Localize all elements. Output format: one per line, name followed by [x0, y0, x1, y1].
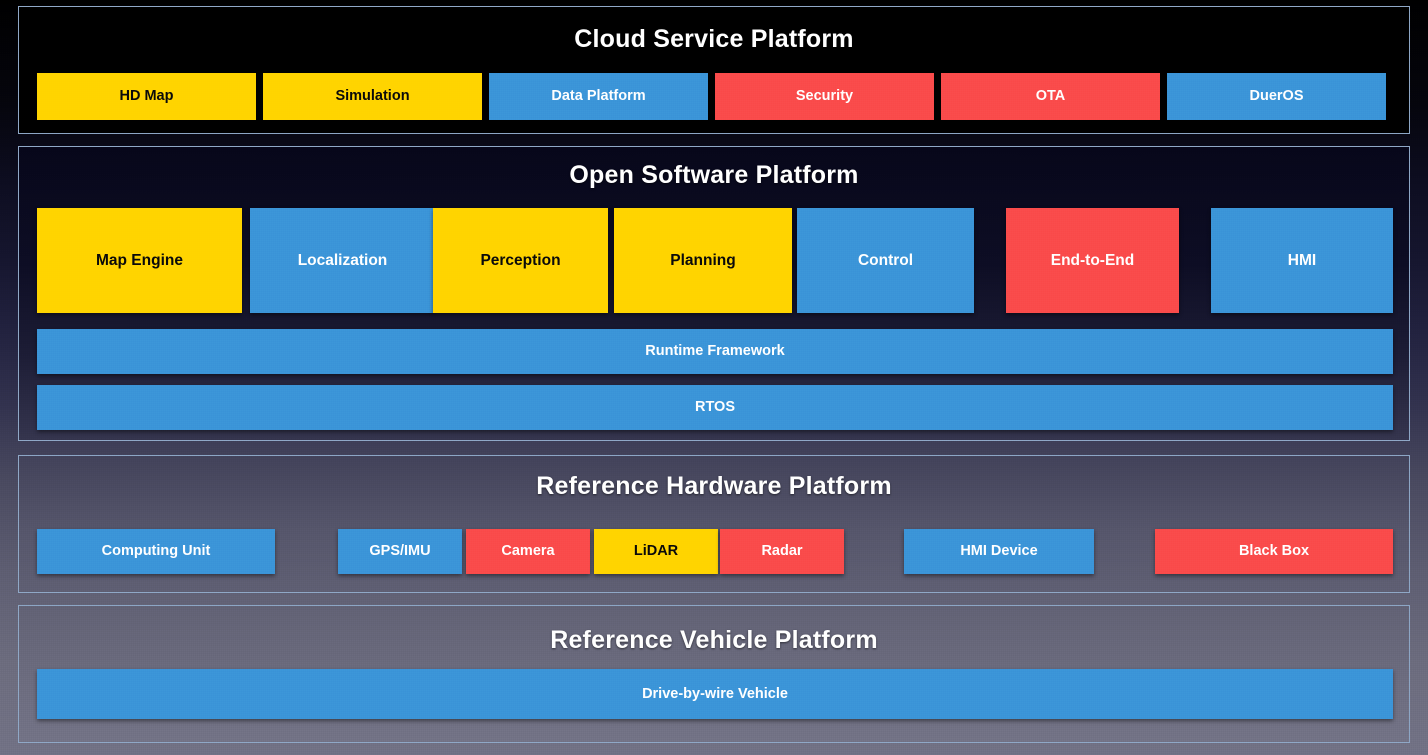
module-drive-by-wire-vehicle[interactable]: Drive-by-wire Vehicle	[37, 669, 1393, 719]
module-planning[interactable]: Planning	[614, 208, 792, 313]
layer-title-open-software-platform: Open Software Platform	[569, 161, 859, 189]
module-label: Perception	[480, 251, 561, 269]
module-simulation[interactable]: Simulation	[263, 73, 482, 120]
module-hd-map[interactable]: HD Map	[37, 73, 256, 120]
module-ota[interactable]: OTA	[941, 73, 1160, 120]
layer-panel-cloud-service-platform: Cloud Service Platform HD Map Simulation…	[18, 6, 1410, 134]
module-black-box[interactable]: Black Box	[1155, 529, 1393, 574]
module-label: LiDAR	[633, 543, 679, 560]
module-label: RTOS	[694, 399, 736, 416]
module-lidar[interactable]: LiDAR	[594, 529, 718, 574]
module-radar[interactable]: Radar	[720, 529, 844, 574]
module-computing-unit[interactable]: Computing Unit	[37, 529, 275, 574]
module-gps-imu[interactable]: GPS/IMU	[338, 529, 462, 574]
module-label: End-to-End	[1050, 251, 1135, 269]
module-label: Data Platform	[551, 88, 646, 105]
module-control[interactable]: Control	[797, 208, 974, 313]
module-label: Planning	[670, 251, 736, 269]
layer-title-reference-hardware-platform: Reference Hardware Platform	[536, 472, 892, 500]
module-label: Radar	[761, 543, 803, 560]
module-label: DuerOS	[1249, 88, 1304, 105]
module-localization[interactable]: Localization	[250, 208, 435, 313]
module-end-to-end[interactable]: End-to-End	[1006, 208, 1179, 313]
module-map-engine[interactable]: Map Engine	[37, 208, 242, 313]
module-label: OTA	[1035, 88, 1066, 105]
module-label: Computing Unit	[101, 543, 211, 560]
layer-title-reference-vehicle-platform: Reference Vehicle Platform	[550, 626, 878, 654]
module-label: Camera	[501, 543, 555, 560]
module-hmi[interactable]: HMI	[1211, 208, 1393, 313]
layer-panel-open-software-platform: Open Software Platform Map Engine Locali…	[18, 146, 1410, 441]
module-label: Control	[857, 251, 914, 269]
module-label: Security	[795, 88, 854, 105]
module-label: Map Engine	[96, 251, 183, 269]
module-label: Runtime Framework	[645, 343, 785, 360]
module-label: HMI	[1287, 251, 1317, 269]
layer-title-cloud-service-platform: Cloud Service Platform	[574, 25, 854, 53]
module-label: Black Box	[1238, 543, 1310, 560]
module-label: Drive-by-wire Vehicle	[642, 685, 788, 702]
module-runtime-framework[interactable]: Runtime Framework	[37, 329, 1393, 374]
layer-panel-reference-vehicle-platform: Reference Vehicle Platform Drive-by-wire…	[18, 605, 1410, 743]
module-label: Localization	[297, 251, 388, 269]
layer-panel-reference-hardware-platform: Reference Hardware Platform Computing Un…	[18, 455, 1410, 593]
module-label: Simulation	[335, 88, 410, 105]
module-label: HD Map	[119, 88, 174, 105]
module-perception[interactable]: Perception	[433, 208, 608, 313]
module-security[interactable]: Security	[715, 73, 934, 120]
module-hmi-device[interactable]: HMI Device	[904, 529, 1094, 574]
module-dueros[interactable]: DuerOS	[1167, 73, 1386, 120]
module-rtos[interactable]: RTOS	[37, 385, 1393, 430]
module-label: HMI Device	[960, 543, 1038, 560]
module-label: GPS/IMU	[369, 543, 431, 560]
module-camera[interactable]: Camera	[466, 529, 590, 574]
module-data-platform[interactable]: Data Platform	[489, 73, 708, 120]
